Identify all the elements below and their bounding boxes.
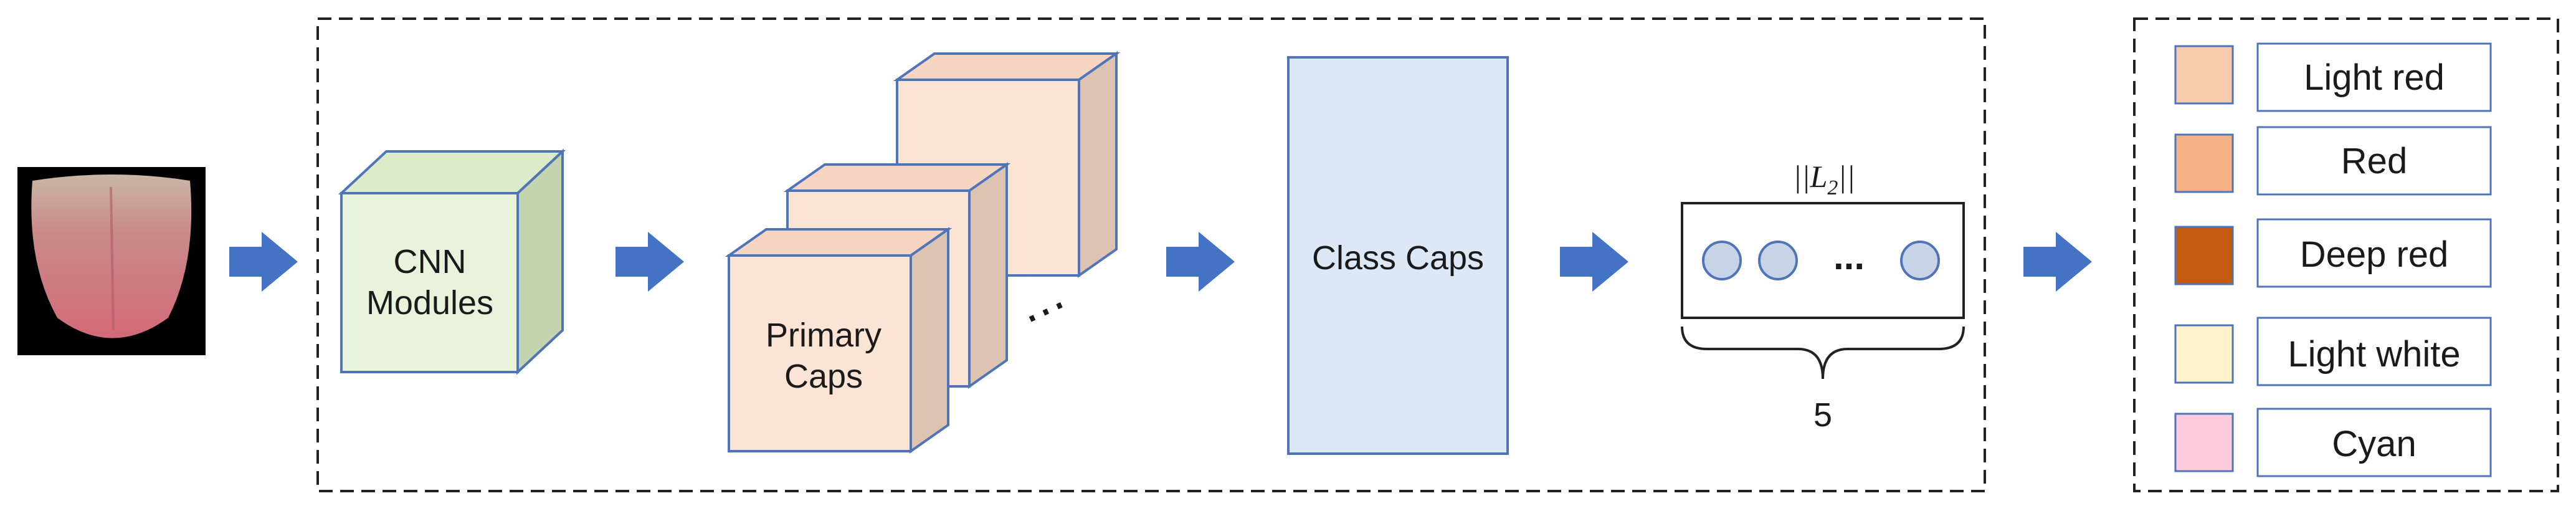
- arrow-icon: [1166, 232, 1235, 292]
- legend-label-deep-red: Deep red: [2300, 234, 2449, 275]
- legend-label-box: [2256, 408, 2492, 477]
- legend-swatch-cyan: [2174, 413, 2234, 472]
- legend-label-box: [2256, 126, 2492, 196]
- legend-label-box: [2256, 42, 2492, 112]
- output-vector: ||L2|| ... 5: [1681, 159, 1965, 434]
- legend-label-cyan: Cyan: [2332, 424, 2416, 464]
- legend-swatch-deep-red: [2174, 226, 2234, 285]
- count-brace: [1681, 326, 1965, 380]
- legend-label-box: [2256, 218, 2492, 288]
- class-caps-block: Class Caps: [1287, 56, 1509, 455]
- capsule-count-label: 5: [1813, 396, 1832, 434]
- output-capsule-circle: [1702, 241, 1742, 280]
- legend-label-red: Red: [2341, 141, 2407, 181]
- legend-swatch-light-white: [2174, 324, 2234, 384]
- legend-dashed-frame: [2133, 17, 2559, 492]
- legend-label-light-white: Light white: [2288, 334, 2460, 375]
- network-dashed-frame: [316, 17, 1986, 492]
- legend-swatch-red: [2174, 133, 2234, 193]
- arrow-icon: [1560, 232, 1628, 292]
- primary-caps-label-line2: Caps: [784, 358, 863, 395]
- primary-caps-cube-front: Primary Caps: [725, 227, 953, 454]
- input-tongue-image: [17, 167, 206, 355]
- output-vector-ellipsis: ...: [1833, 236, 1865, 277]
- legend-label-box: [2256, 317, 2492, 386]
- arrow-icon: [2023, 232, 2092, 292]
- cnn-modules-block: CNN Modules: [338, 148, 566, 375]
- legend-label-light-red: Light red: [2304, 57, 2445, 98]
- primary-caps-stack: Primary Caps ⋯: [725, 51, 1121, 454]
- cnn-label-line2: Modules: [366, 284, 493, 322]
- class-legend: Light red Red Deep red Light white Cyan: [2133, 17, 2559, 492]
- output-capsule-circle: [1758, 241, 1798, 280]
- output-capsule-circle: [1900, 241, 1940, 280]
- flow-arrows: [229, 232, 2092, 292]
- norm-label: ||L2||: [1793, 159, 1855, 199]
- primary-caps-label-line1: Primary: [766, 317, 882, 354]
- legend-swatch-light-red: [2174, 45, 2234, 105]
- primary-caps-ellipsis: ⋯: [1015, 279, 1077, 343]
- arrow-icon: [615, 232, 684, 292]
- cnn-label-line1: CNN: [394, 243, 467, 280]
- arrow-icon: [229, 232, 298, 292]
- class-caps-label: Class Caps: [1312, 239, 1484, 277]
